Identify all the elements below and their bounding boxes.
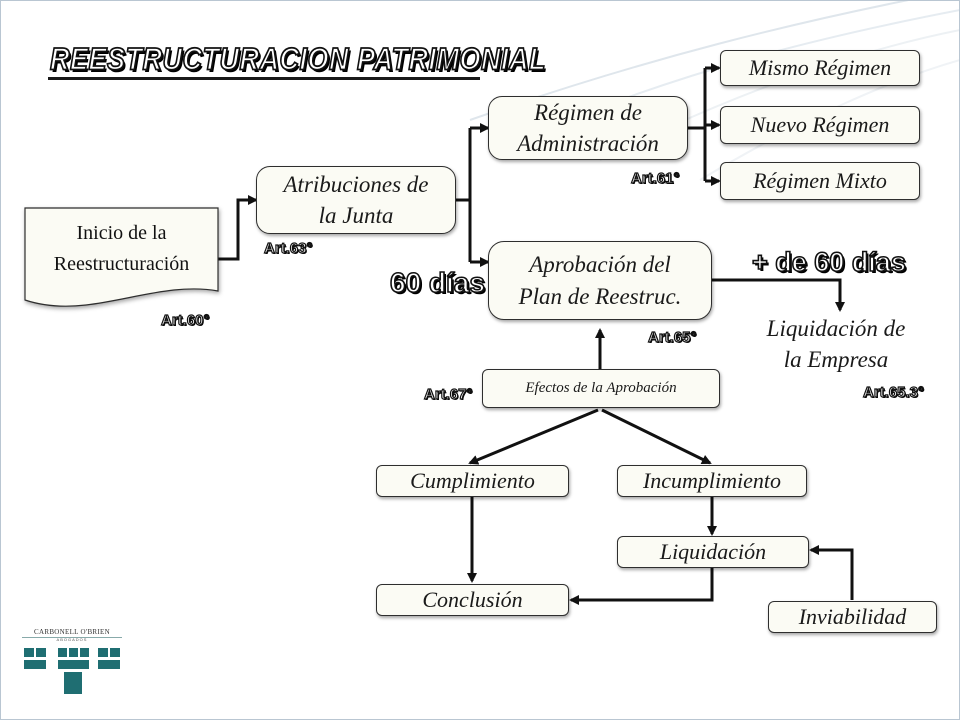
conclusion-box: Conclusión xyxy=(376,584,569,616)
arrow-efectos-cumplimiento xyxy=(468,408,599,465)
regimen-admin-line2: Administración xyxy=(517,131,659,156)
liquidacion-empresa-line2: la Empresa xyxy=(783,347,889,372)
art65-3-label: Art.65.3° xyxy=(862,383,925,401)
atribuciones-line2: la Junta xyxy=(318,203,394,228)
regimen-administracion-box: Régimen de Administración xyxy=(488,96,688,160)
inicio-label-line1: Inicio de la xyxy=(76,222,167,244)
aprobacion-line2: Plan de Reestruc. xyxy=(518,283,682,309)
incumplimiento-box: Incumplimiento xyxy=(617,465,807,497)
inicio-label-line2: Reestructuración xyxy=(53,253,190,275)
sesenta-dias-label: 60 días xyxy=(389,266,486,299)
mismo-regimen-box: Mismo Régimen xyxy=(720,50,920,86)
logo-mark-icon xyxy=(24,648,120,694)
logo-name: CARBONELL O'BRIEN xyxy=(34,628,110,636)
efectos-aprobacion-box: Efectos de la Aprobación xyxy=(482,369,720,408)
cumplimiento-box: Cumplimiento xyxy=(376,465,569,497)
art60-label: Art.60° xyxy=(160,311,210,329)
art67-label: Art.67° xyxy=(423,385,473,403)
liquidacion-empresa-line1: Liquidación de xyxy=(766,316,906,341)
atribuciones-line1: Atribuciones de xyxy=(283,172,429,197)
aprobacion-line1: Aprobación del xyxy=(529,251,671,277)
arrow-inviabilidad-liquidacion xyxy=(809,545,854,600)
arrow-liquidacion-conclusion xyxy=(569,568,714,605)
liquidacion-box: Liquidación xyxy=(617,536,809,568)
inicio-label: Inicio de la Reestructuración xyxy=(25,218,218,280)
firm-logo: CARBONELL O'BRIEN ABOGADOS xyxy=(18,628,126,698)
art63-label: Art.63° xyxy=(263,239,313,257)
regimen-admin-line1: Régimen de xyxy=(534,100,642,125)
mas-sesenta-dias-label: + de 60 días xyxy=(751,246,906,278)
title-underline xyxy=(48,77,480,80)
art61-label: Art.61° xyxy=(630,169,680,187)
arrow-inicio-atribuciones xyxy=(218,195,258,261)
logo-rule xyxy=(22,637,122,638)
art65-label: Art.65° xyxy=(647,328,697,346)
logo-subtitle: ABOGADOS xyxy=(56,637,88,642)
arrow-aprobacion-liquidacion-empresa xyxy=(712,278,845,312)
regimen-mixto-box: Régimen Mixto xyxy=(720,162,920,200)
liquidacion-empresa-label: Liquidación de la Empresa xyxy=(746,314,926,374)
nuevo-regimen-box: Nuevo Régimen xyxy=(720,106,920,144)
aprobacion-plan-box: Aprobación del Plan de Reestruc. xyxy=(488,241,712,320)
inviabilidad-box: Inviabilidad xyxy=(768,601,937,633)
atribuciones-junta-box: Atribuciones de la Junta xyxy=(256,166,456,234)
diagram-title: REESTRUCTURACION PATRIMONIAL xyxy=(49,41,546,77)
arrow-efectos-incumplimiento xyxy=(601,408,712,465)
